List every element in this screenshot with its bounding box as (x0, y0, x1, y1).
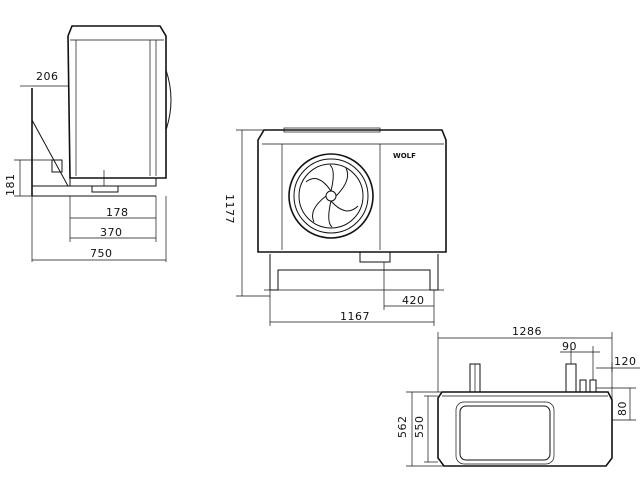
dim-420: 420 (402, 294, 425, 307)
dim-181: 181 (4, 174, 17, 197)
dim-562: 562 (396, 416, 409, 439)
brand-logo: WOLF (393, 152, 416, 160)
dim-90: 90 (562, 340, 577, 353)
side-view: 206 181 178 370 750 (4, 25, 172, 262)
dim-1286: 1286 (512, 325, 542, 338)
dim-206: 206 (36, 70, 59, 83)
top-view: 1286 90 120 80 562 550 (396, 325, 640, 467)
dim-120: 120 (614, 355, 637, 368)
front-view: WOLF 1177 420 1167 (223, 127, 447, 326)
dim-1177: 1177 (223, 194, 236, 224)
top-body-outline (437, 391, 613, 467)
dim-750: 750 (90, 247, 113, 260)
dim-178: 178 (106, 206, 129, 219)
dim-80: 80 (616, 401, 629, 416)
svg-text:WOLF: WOLF (393, 152, 416, 160)
dim-370: 370 (100, 226, 123, 239)
side-body-outline (67, 25, 167, 179)
dim-1167: 1167 (340, 310, 370, 323)
dim-550: 550 (413, 416, 426, 439)
front-body-outline (257, 129, 447, 253)
fan (288, 153, 374, 239)
